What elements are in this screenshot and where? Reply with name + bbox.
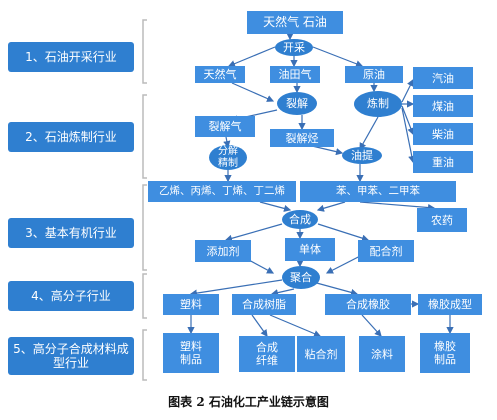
- process-cracking: 裂解: [277, 92, 317, 115]
- industry-label-1: 1、石油开采行业: [8, 42, 134, 72]
- node-diesel: 柴油: [413, 123, 473, 145]
- bracket-lines: [142, 19, 147, 381]
- node-plastic: 塑料: [163, 294, 219, 315]
- node-plastic-products-text: 塑料制品: [180, 340, 202, 366]
- process-refining: 炼制: [354, 91, 402, 117]
- node-pesticide: 农药: [417, 208, 467, 232]
- process-synthesis: 合成: [282, 210, 318, 229]
- process-extraction-aromatics: 油提: [342, 147, 382, 164]
- node-gasoline: 汽油: [413, 67, 473, 89]
- node-adhesive: 粘合剂: [297, 336, 345, 372]
- node-kerosene: 煤油: [413, 95, 473, 117]
- process-polymerization: 聚合: [282, 266, 320, 289]
- node-cracked-gas: 裂解气: [195, 116, 255, 137]
- industry-label-3: 3、基本有机行业: [8, 218, 134, 248]
- node-aromatics: 苯、甲苯、二甲苯: [300, 181, 456, 202]
- process-separation-refining-text: 分解精制: [218, 145, 238, 169]
- node-synthetic-fiber-text: 合成纤维: [256, 341, 278, 367]
- industry-label-4: 4、高分子行业: [8, 281, 134, 311]
- node-monomer: 单体: [285, 238, 335, 261]
- node-additive: 添加剂: [195, 240, 251, 262]
- node-natural-gas: 天然气: [195, 66, 245, 83]
- industry-label-2: 2、石油炼制行业: [8, 122, 134, 152]
- node-synthetic-fiber: 合成纤维: [239, 336, 295, 372]
- node-complexing-agent: 配合剂: [358, 240, 414, 262]
- node-oilfield-gas: 油田气: [270, 66, 320, 83]
- node-rubber-products-text: 橡胶制品: [434, 340, 456, 366]
- node-synthetic-rubber: 合成橡胶: [325, 294, 411, 315]
- process-separation-refining: 分解精制: [209, 145, 247, 170]
- node-crude-oil: 原油: [345, 66, 403, 83]
- node-plastic-products: 塑料制品: [163, 333, 219, 373]
- process-extraction: 开采: [275, 39, 313, 56]
- industry-label-5: 5、高分子合成材料成型行业: [8, 337, 134, 375]
- node-synthetic-resin: 合成树脂: [232, 294, 296, 315]
- figure-caption: 图表 2 石油化工产业链示意图: [168, 395, 329, 409]
- node-heavy-oil: 重油: [413, 151, 473, 173]
- node-olefins: 乙烯、丙烯、丁烯、丁二烯: [148, 181, 296, 202]
- node-rubber-products: 橡胶制品: [420, 333, 470, 373]
- node-coating: 涂料: [359, 336, 405, 372]
- node-cracked-hydrocarbon: 裂解烃: [270, 129, 334, 147]
- node-rubber-molding: 橡胶成型: [418, 294, 482, 315]
- node-natural-gas-oil: 天然气 石油: [247, 11, 343, 34]
